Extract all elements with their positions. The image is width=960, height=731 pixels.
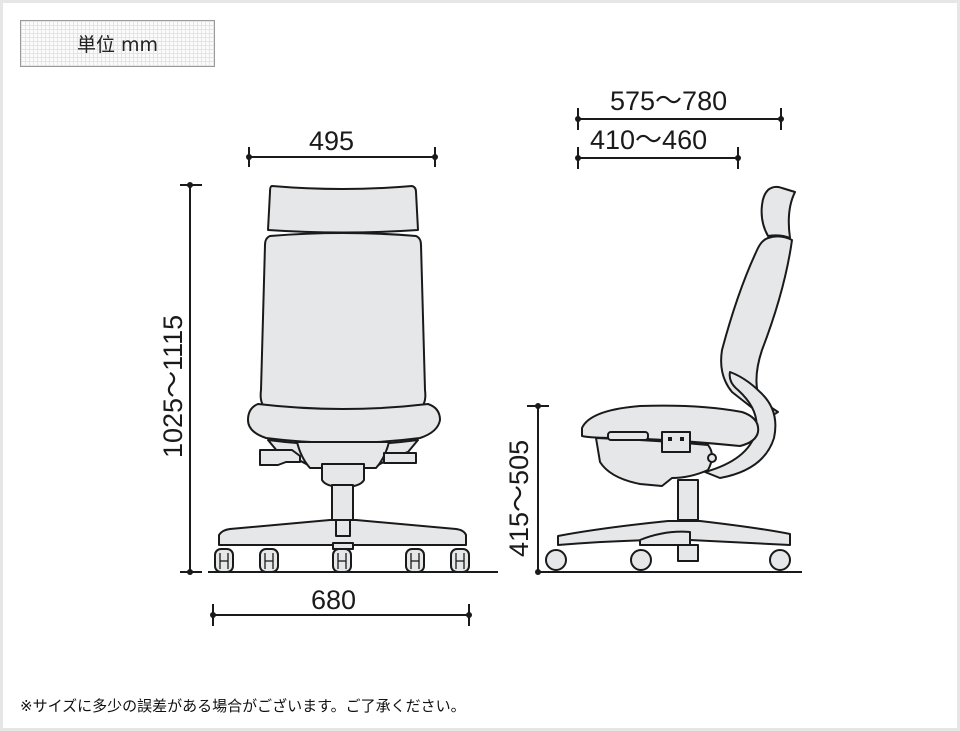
side-view-chair (538, 185, 802, 573)
size-tolerance-note: ※サイズに多少の誤差がある場合がございます。ご了承ください。 (20, 697, 466, 715)
front-mechanism (296, 441, 390, 469)
front-dimension-lines (180, 147, 472, 626)
front-seat (247, 403, 441, 444)
side-headrest (760, 185, 796, 239)
side-casters (545, 549, 791, 571)
dim-base-width: 680 (311, 585, 357, 615)
diagram-panel (3, 3, 957, 728)
side-gas-cylinder (677, 479, 699, 521)
unit-label-box: 単位 mm (20, 20, 215, 67)
front-casters (214, 548, 470, 573)
front-lever-left (259, 449, 301, 466)
unit-label: 単位 mm (76, 34, 159, 56)
dim-overall-depth: 575～780 (610, 86, 728, 116)
front-lever-right (383, 452, 417, 464)
front-gas-cylinder (331, 484, 354, 524)
side-back-frame (704, 371, 777, 479)
dim-seat-height: 415～505 (504, 439, 534, 557)
front-view-chair (208, 185, 498, 573)
dim-seat-width: 495 (309, 126, 355, 156)
dim-overall-height: 1025～1115 (158, 314, 188, 458)
side-dimension-lines (527, 108, 784, 575)
front-backrest (259, 232, 427, 411)
dim-seat-depth: 410～460 (590, 125, 708, 155)
side-mechanism (595, 437, 713, 487)
front-headrest (267, 185, 419, 234)
